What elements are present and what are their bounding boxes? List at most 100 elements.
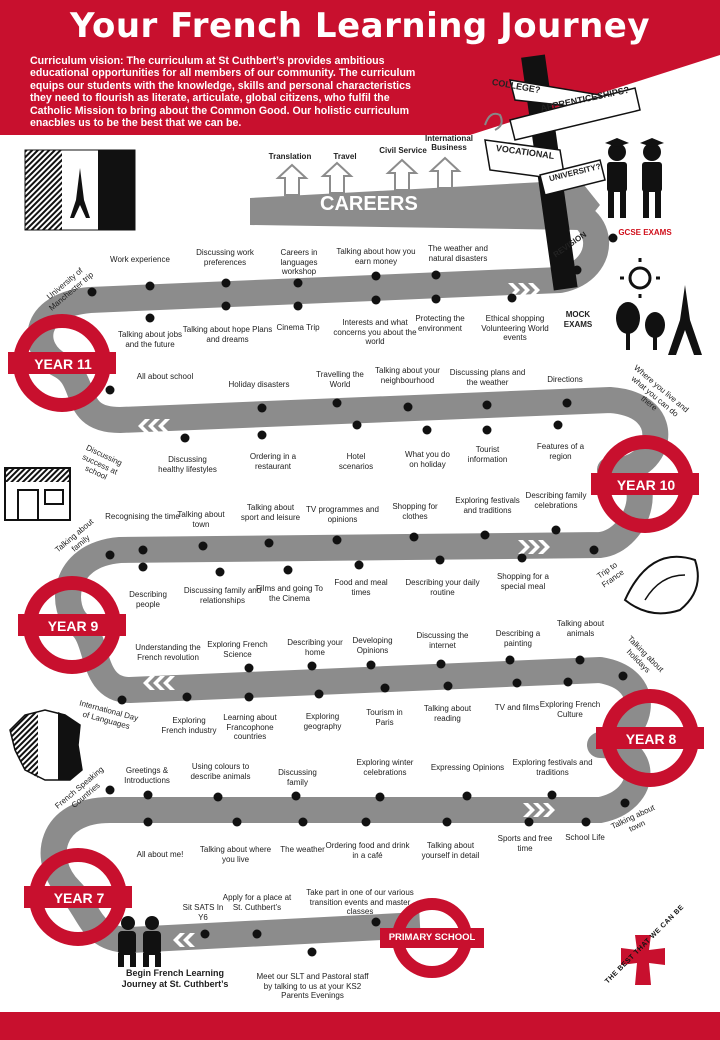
sign-college: COLLEGE? <box>491 76 542 96</box>
topic: Talking about town <box>609 802 657 834</box>
year-roundels <box>8 314 704 978</box>
topic: Take part in one of our various transiti… <box>306 888 414 916</box>
primary-school-label: PRIMARY SCHOOL <box>388 932 476 943</box>
topic: French Speaking Countries <box>53 764 106 811</box>
topic: Food and meal times <box>334 578 388 597</box>
topic: TV and films <box>494 703 540 712</box>
topic: Hotel scenarios <box>338 452 374 471</box>
topic: Trip to France <box>595 560 626 590</box>
french-flag-eiffel-icon <box>24 149 136 231</box>
topic: Talking about animals <box>556 619 605 638</box>
topic: Using colours to describe animals <box>190 762 251 781</box>
footer-bar <box>0 1012 720 1040</box>
header-banner: Your French Learning Journey Curriculum … <box>0 0 720 135</box>
topic: Describing people <box>129 590 167 609</box>
topic: Ordering food and drink in a café <box>325 841 410 860</box>
topic: University of Manchester trip <box>45 266 95 313</box>
topic: Tourist information <box>467 445 508 464</box>
topic: Discussing success at school <box>81 443 124 482</box>
sign-university: UNIVERSITY? <box>548 161 602 184</box>
topic: Features of a region <box>536 442 585 461</box>
curriculum-vision-text: Curriculum vision: The curriculum at St … <box>30 55 416 130</box>
topic: Exploring French industry <box>161 716 217 735</box>
signpost-icon <box>484 54 641 291</box>
topic: Discussing healthy lifestyles <box>158 455 217 474</box>
milestone-begin: Begin French Learning Journey at St. Cut… <box>121 968 229 989</box>
topic: Discussing family and relationships <box>183 586 262 605</box>
topic: Describing your home <box>287 638 343 657</box>
topic: Talking about reading <box>423 704 472 723</box>
topic: School Life <box>565 833 605 842</box>
topic: What you do on holiday <box>405 450 450 469</box>
topic: All about school <box>136 372 194 381</box>
topic: Expressing Opinions <box>430 763 505 772</box>
sign-vocational: VOCATIONAL <box>495 142 555 162</box>
topic: Describing a painting <box>495 629 541 648</box>
topic: Exploring winter celebrations <box>356 758 414 777</box>
milestone-mock: MOCK EXAMS <box>563 310 593 329</box>
topic: The weather and natural disasters <box>427 244 489 263</box>
milestone-dots <box>87 233 630 957</box>
shop-icon <box>4 467 71 521</box>
topic: Meet our SLT and Pastoral staff by talki… <box>256 972 369 1000</box>
croissant-icon <box>623 555 699 615</box>
career-arrows <box>275 156 462 196</box>
year-11-label: YEAR 11 <box>34 356 92 372</box>
career-arrow-2 <box>320 161 354 194</box>
topic: The weather <box>280 845 325 854</box>
students-icon <box>605 138 664 218</box>
hikers-icon <box>118 916 161 967</box>
year-8-label: YEAR 8 <box>625 731 677 747</box>
milestone-revision: REVISION <box>551 229 589 260</box>
logo-motto: THE BEST THAT WE CAN BE <box>604 903 686 986</box>
page-title: Your French Learning Journey <box>69 6 651 46</box>
topic: Exploring festivals and traditions <box>455 496 520 515</box>
topic: Shopping for clothes <box>392 502 438 521</box>
topic: Learning about Francophone countries <box>223 713 277 741</box>
topic: Developing Opinions <box>352 636 393 655</box>
topic: Exploring geography <box>303 712 342 731</box>
topic: All about me! <box>136 850 184 859</box>
career-international-business: International Business <box>424 134 473 152</box>
topic: Interests and what concerns you about th… <box>333 318 417 346</box>
topic: Films and going To the Cinema <box>256 584 323 603</box>
topic: Exploring French Culture <box>539 700 601 719</box>
topic: Talking about jobs and the future <box>117 330 183 349</box>
career-arrow-1 <box>275 163 309 196</box>
topic: Discussing work preferences <box>196 248 254 267</box>
career-civil-service: Civil Service <box>379 146 427 155</box>
topic: Talking about where you live <box>199 845 272 864</box>
topic: Apply for a place at St. Cuthbert’s <box>222 893 292 912</box>
career-arrow-3 <box>385 158 419 191</box>
road-chevrons <box>138 283 555 947</box>
topic: Talking about sport and leisure <box>240 503 301 522</box>
france-map-icon <box>9 709 83 781</box>
career-translation: Translation <box>268 152 312 161</box>
careers-arrow <box>250 180 600 230</box>
topic: Talking about your neighbourhood <box>375 366 440 385</box>
topic: Cinema Trip <box>276 323 320 332</box>
topic: Talking about hope Plans and dreams <box>182 325 273 344</box>
topic: Ordering in a restaurant <box>249 452 297 471</box>
topic: Tourism in Paris <box>366 708 403 727</box>
careers-title: CAREERS <box>320 193 418 215</box>
career-travel: Travel <box>333 152 357 161</box>
topic: Recognising the time <box>105 512 180 521</box>
topic: Talking about family <box>53 517 96 555</box>
topic: Talking about yourself in detail <box>421 841 480 860</box>
topic: Travelling the World <box>316 370 364 389</box>
paris-scene-icon <box>616 258 702 355</box>
topic: TV programmes and opinions <box>306 505 379 524</box>
topic: Greetings & Introductions <box>124 766 170 785</box>
topic: Ethical shopping Volunteering World even… <box>481 314 549 342</box>
topic: Careers in languages workshop <box>280 248 318 276</box>
topic: Discussing plans and the weather <box>449 368 526 387</box>
topic: Work experience <box>110 255 170 264</box>
school-crest-logo <box>606 921 680 995</box>
topic: Protecting the environment <box>415 314 465 333</box>
topic: International Day of Languages <box>78 698 140 731</box>
topic: Talking about how you earn money <box>336 247 416 266</box>
career-arrow-4 <box>428 156 462 189</box>
